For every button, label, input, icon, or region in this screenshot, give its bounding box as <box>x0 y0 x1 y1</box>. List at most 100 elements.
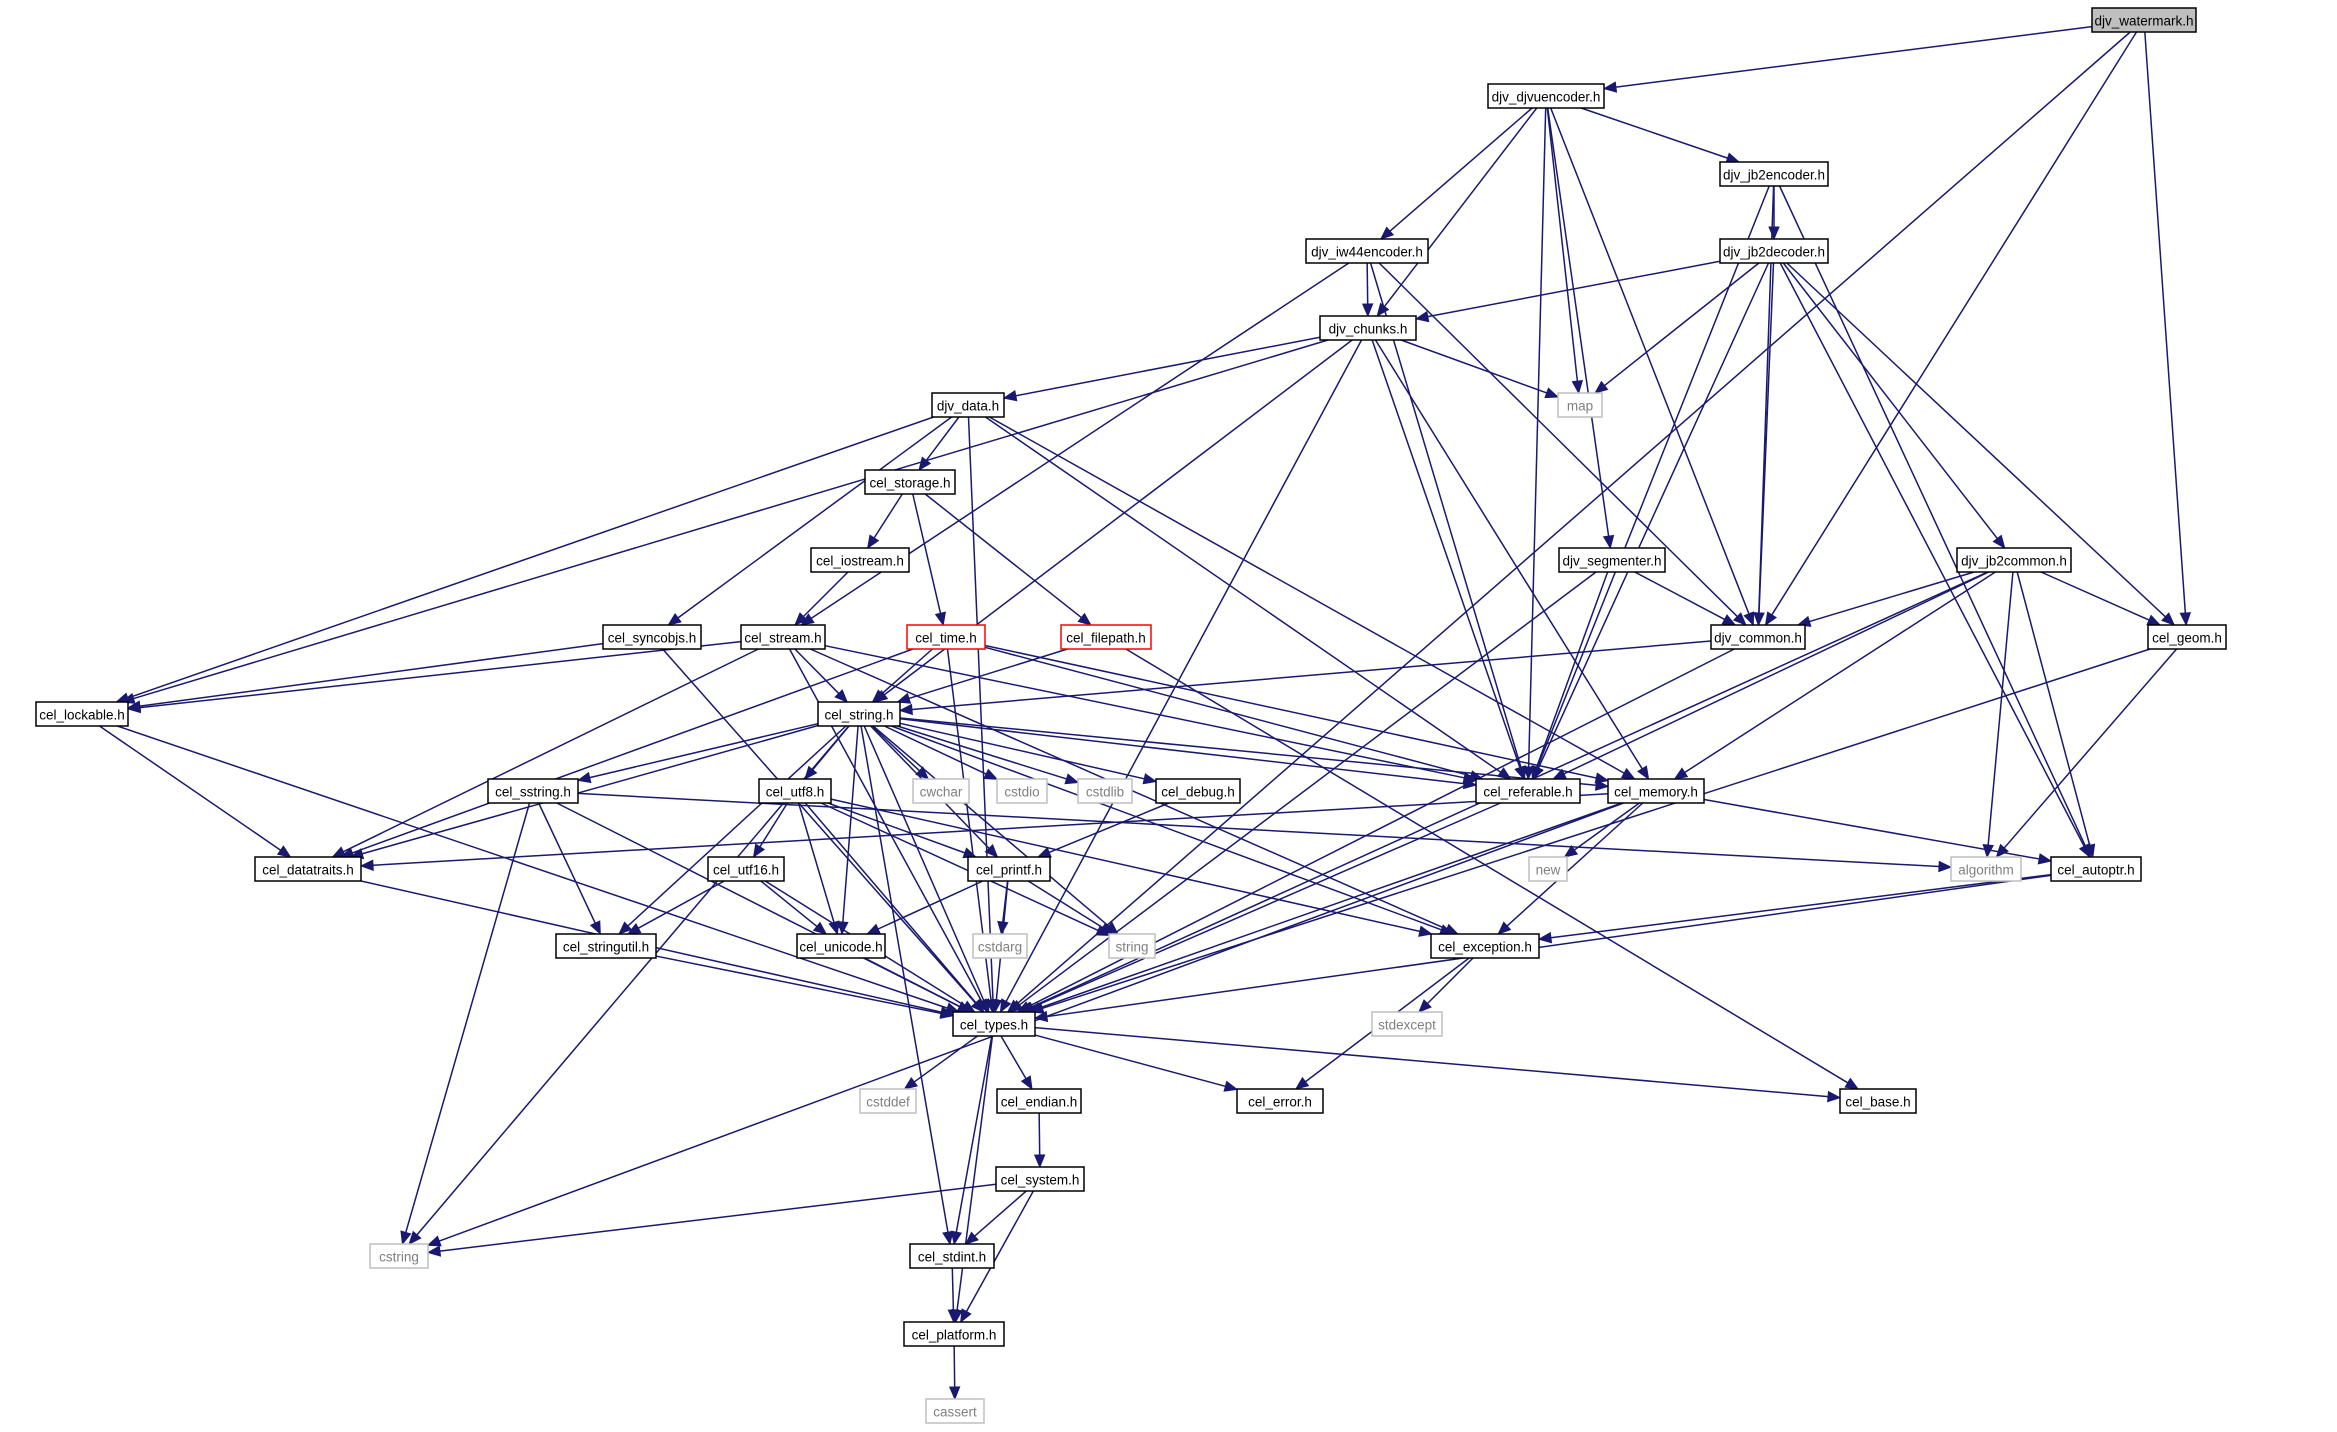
edge-arrowhead <box>939 1007 955 1019</box>
node-djv-data[interactable]: djv_data.h <box>931 392 1005 418</box>
node-cel-unicode[interactable]: cel_unicode.h <box>796 933 886 959</box>
node-stdexcept: stdexcept <box>1371 1011 1443 1037</box>
node-cel-types[interactable]: cel_types.h <box>952 1011 1036 1037</box>
edge-cel_types-to-cel_error <box>1034 1034 1239 1092</box>
node-cel-time[interactable]: cel_time.h <box>906 624 986 650</box>
node-label: djv_djvuencoder.h <box>1492 90 1601 105</box>
edge-line <box>343 648 759 853</box>
node-label: djv_iw44encoder.h <box>1311 245 1423 260</box>
node-box <box>487 778 579 804</box>
node-cel-exception[interactable]: cel_exception.h <box>1430 933 1540 959</box>
edge-line <box>1684 571 1996 774</box>
edge-cel_time-to-cel_string <box>871 648 933 703</box>
edge-line <box>989 416 1625 774</box>
edge-line <box>1535 571 1609 768</box>
edge-cel_utf16-to-cel_stringutil <box>626 880 725 935</box>
edge-line <box>362 724 819 855</box>
node-cel-error[interactable]: cel_error.h <box>1236 1088 1324 1114</box>
node-djv-common[interactable]: djv_common.h <box>1710 624 1806 650</box>
edge-line <box>965 1190 1034 1312</box>
node-djv-jb2common[interactable]: djv_jb2common.h <box>1956 547 2072 573</box>
edge-line <box>117 725 948 1009</box>
edge-cel_types-to-cel_endian <box>1000 1035 1033 1091</box>
node-djv-segmenter[interactable]: djv_segmenter.h <box>1558 547 1666 573</box>
node-cel-stringutil[interactable]: cel_stringutil.h <box>555 933 657 959</box>
node-djv-iw44encoder[interactable]: djv_iw44encoder.h <box>1305 238 1429 264</box>
node-cel-storage[interactable]: cel_storage.h <box>864 469 956 495</box>
node-box <box>906 624 986 650</box>
edge-line <box>908 648 1068 700</box>
edge-djv_data-to-cel_referable <box>984 416 1512 780</box>
node-cel-datatraits[interactable]: cel_datatraits.h <box>254 856 362 882</box>
edge-line <box>655 955 942 1015</box>
edge-line <box>1046 874 2052 1018</box>
edge-arrowhead <box>971 998 985 1013</box>
edge-cel_string-to-cstdio <box>884 725 999 780</box>
node-cel-sstring[interactable]: cel_sstring.h <box>487 778 579 804</box>
node-cel-filepath[interactable]: cel_filepath.h <box>1060 624 1152 650</box>
node-box <box>1236 1088 1324 1114</box>
node-box <box>1950 856 2022 882</box>
node-cel-printf[interactable]: cel_printf.h <box>967 856 1051 882</box>
edge-arrowhead <box>276 845 292 858</box>
edge-line <box>872 725 1110 927</box>
node-label: stdexcept <box>1378 1018 1436 1033</box>
node-cel-referable[interactable]: cel_referable.h <box>1475 778 1581 804</box>
node-cel-base[interactable]: cel_base.h <box>1839 1088 1917 1114</box>
node-cel-endian[interactable]: cel_endian.h <box>996 1088 1082 1114</box>
edge-arrowhead <box>834 689 849 703</box>
edge-arrowhead <box>1594 380 1609 394</box>
node-label: djv_jb2encoder.h <box>1723 168 1825 183</box>
node-djv-jb2decoder[interactable]: djv_jb2decoder.h <box>1719 238 1829 264</box>
edge-line <box>2144 31 2187 614</box>
node-cel-utf8[interactable]: cel_utf8.h <box>758 778 832 804</box>
node-djv-chunks[interactable]: djv_chunks.h <box>1319 315 1417 341</box>
edge-cel_utf8-to-cel_exception <box>830 798 1433 937</box>
node-box <box>1558 547 1666 573</box>
edge-line <box>984 416 1502 773</box>
edge-djv_common-to-cel_string <box>898 640 1712 716</box>
node-cel-debug[interactable]: cel_debug.h <box>1155 778 1241 804</box>
node-djv-watermark[interactable]: djv_watermark.h <box>2091 7 2197 33</box>
node-djv-jb2encoder[interactable]: djv_jb2encoder.h <box>1719 161 1829 187</box>
node-box <box>1155 778 1241 804</box>
node-label: cel_exception.h <box>1438 940 1532 955</box>
edge-arrowhead <box>1294 1076 1310 1090</box>
node-cel-string[interactable]: cel_string.h <box>817 701 901 727</box>
edge-djv_djvuencoder-to-djv_segmenter <box>1546 107 1615 550</box>
edge-arrowhead <box>1033 1154 1046 1169</box>
edge-line <box>899 717 1597 786</box>
node-cel-autoptr[interactable]: cel_autoptr.h <box>2050 856 2142 882</box>
node-box <box>796 933 886 959</box>
edge-cel_types-to-cel_base <box>1034 1026 1842 1103</box>
edge-djv_jb2common-to-algorithm <box>1982 571 2014 859</box>
edge-line <box>1604 262 1760 387</box>
edge-line <box>1703 798 2040 860</box>
node-cel-iostream[interactable]: cel_iostream.h <box>810 547 910 573</box>
node-label: cel_filepath.h <box>1066 631 1146 646</box>
node-cel-geom[interactable]: cel_geom.h <box>2147 624 2227 650</box>
node-cel-utf16[interactable]: cel_utf16.h <box>707 856 785 882</box>
node-cel-stream[interactable]: cel_stream.h <box>740 624 826 650</box>
edge-cel_printf-to-string <box>1027 880 1114 935</box>
edge-line <box>1778 185 2087 847</box>
node-cel-syncobjs[interactable]: cel_syncobjs.h <box>602 624 702 650</box>
edge-line <box>577 792 1940 868</box>
node-djv-djvuencoder[interactable]: djv_djvuencoder.h <box>1487 83 1605 109</box>
edge-cel_stdint-to-cel_platform <box>947 1267 960 1324</box>
edge-arrowhead <box>1376 302 1390 318</box>
node-label: cwchar <box>920 785 963 800</box>
edge-line <box>760 880 818 928</box>
edge-line <box>1038 1112 1041 1156</box>
node-cel-system[interactable]: cel_system.h <box>995 1166 1085 1192</box>
node-box <box>864 469 956 495</box>
edge-arrowhead <box>1361 303 1374 318</box>
node-cel-stdint[interactable]: cel_stdint.h <box>909 1243 995 1269</box>
node-cel-platform[interactable]: cel_platform.h <box>903 1321 1005 1347</box>
node-cel-memory[interactable]: cel_memory.h <box>1607 778 1705 804</box>
node-label: djv_common.h <box>1714 631 1802 646</box>
edge-arrowhead <box>945 1002 960 1014</box>
node-label: cel_storage.h <box>869 476 950 491</box>
node-cel-lockable[interactable]: cel_lockable.h <box>35 701 129 727</box>
edge-cel_time-to-cel_memory <box>984 644 1610 784</box>
